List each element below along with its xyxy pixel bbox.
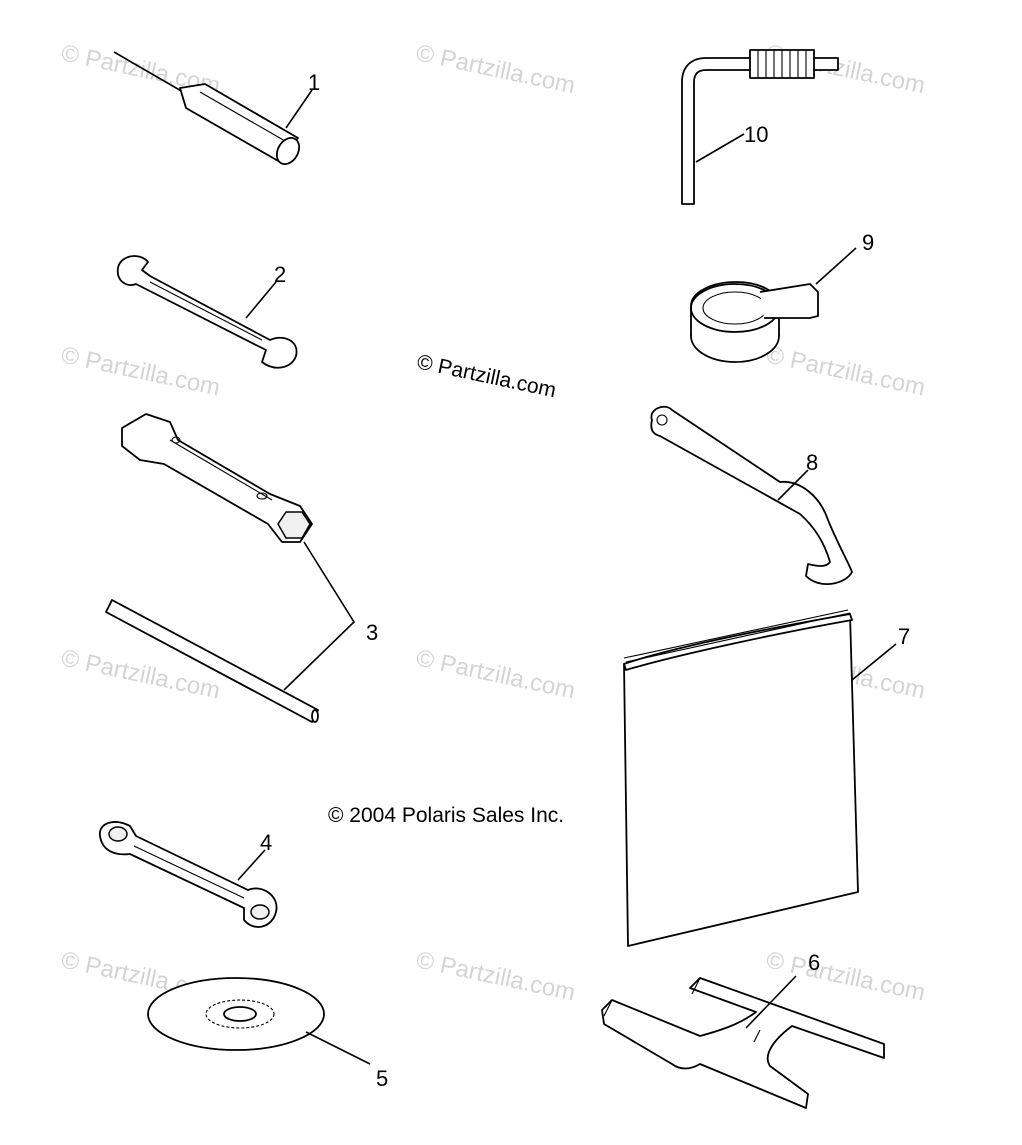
watermark: © Partzilla.com [764,341,928,401]
part-10-l-tool: 10 [681,49,839,205]
watermark: © Partzilla.com [764,946,928,1006]
callout-4: 4 [260,830,272,855]
part-5-disc: 5 [147,977,388,1091]
part-8-spanner: 8 [650,405,853,585]
watermark: © Partzilla.com [414,39,578,99]
callout-1: 1 [308,70,320,95]
callout-9: 9 [862,230,874,255]
part-9-strap: 9 [690,230,874,363]
part-6-clamp-plate: 6 [601,950,885,1109]
callout-10: 10 [744,122,768,147]
watermark: © Partzilla.com [414,946,578,1006]
center-partzilla-mark: © Partzilla.com [415,350,558,402]
part-3-box-wrench-and-bar: 3 [105,413,378,723]
callout-6: 6 [808,950,820,975]
part-7-manual: 7 [623,609,910,947]
copyright-notice: © 2004 Polaris Sales Inc. [328,804,564,827]
part-2-open-end-wrench: 2 [116,255,298,369]
watermark: © Partzilla.com [59,341,223,401]
callout-3: 3 [366,620,378,645]
callout-5: 5 [376,1066,388,1091]
callout-7: 7 [898,624,910,649]
callout-2: 2 [274,262,286,287]
part-4-box-end-wrench: 4 [99,821,278,928]
watermark: © Partzilla.com [414,644,578,704]
callout-8: 8 [806,450,818,475]
part-1-screwdriver: 1 [113,51,320,166]
